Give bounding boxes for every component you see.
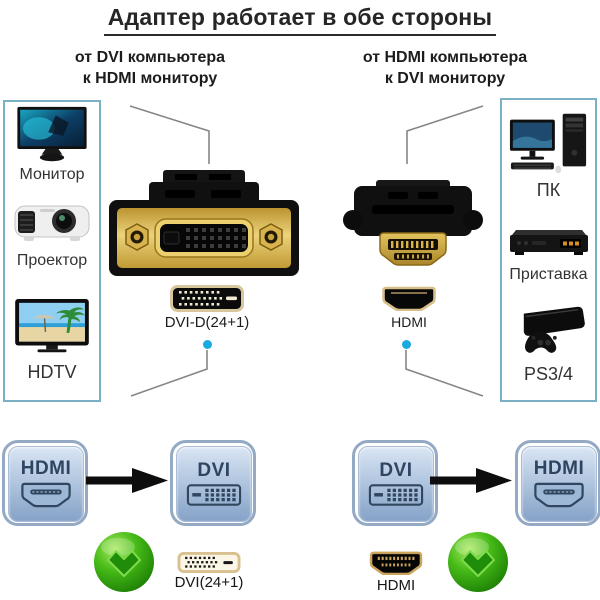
flow-box-hdmi-target: HDMI [515,440,600,526]
pc-image [509,113,586,174]
device-label: Приставка [509,266,588,283]
page-title: Адаптер работает в обе стороны [103,4,497,36]
device-label: Проектор [16,252,88,269]
hdmi-connector-icon [369,551,423,575]
device-label: PS3/4 [523,364,574,384]
direction-right-line1: от HDMI компьютера [362,49,528,66]
hdtv-image [15,298,89,353]
result-label-hdmi: HDMI [376,577,416,594]
check-icon [94,532,154,592]
source-devices-panel: ПК Приставка PS3/4 [500,98,597,402]
direction-left-caption: от DVI компьютера к HDMI монитору [35,47,265,89]
hdmi-connector-icon [382,286,436,311]
monitor-image [17,106,87,162]
direction-right-caption: от HDMI компьютера к DVI монитору [330,47,560,89]
page-title-wrap: Адаптер работает в обе стороны [0,4,600,36]
dvi-connector-icon [177,552,241,573]
flow-box-hdmi-source: HDMI [2,440,88,526]
playstation-image [523,306,585,353]
dvi-glyph-icon [368,484,424,506]
direction-left-line2: к HDMI монитору [82,70,218,87]
arrow-right-icon [430,468,512,493]
list-item: ПК [502,108,595,201]
device-label: HDTV [27,362,77,382]
list-item: Монитор [5,106,99,184]
device-label: ПК [536,180,561,200]
flow-box-label: HDMI [533,458,585,479]
flow-box-label: DVI [379,460,413,481]
dvi-adapter-photo [109,170,299,276]
blue-dot [203,340,212,349]
blue-dot [402,340,411,349]
check-icon [448,532,508,592]
flow-box-label: HDMI [20,458,72,479]
dvi-connector-icon [170,285,244,312]
dvi-connector-label: DVI-D(24+1) [164,314,250,331]
flow-box-dvi-target: DVI [170,440,256,526]
list-item: HDTV [5,298,99,383]
result-label-dvi: DVI(24+1) [174,574,244,591]
device-label: Монитор [19,166,85,183]
hdmi-glyph-icon [21,482,71,508]
monitor-devices-panel: Монитор Проектор [3,100,101,402]
direction-right-line2: к DVI монитору [384,70,506,87]
list-item: Приставка [502,222,595,284]
hdmi-glyph-icon [534,482,584,508]
projector-image [14,205,90,241]
hdmi-connector-label: HDMI [391,314,427,330]
direction-left-line1: от DVI компьютера [74,49,226,66]
list-item: PS3/4 [502,300,595,385]
flow-box-label: DVI [197,460,231,481]
settop-box-image [509,230,588,255]
flow-box-dvi-source: DVI [352,440,438,526]
list-item: Проектор [5,196,99,270]
dvi-glyph-icon [186,484,242,506]
hdmi-adapter-photo [343,180,483,266]
arrow-right-icon [86,468,168,493]
